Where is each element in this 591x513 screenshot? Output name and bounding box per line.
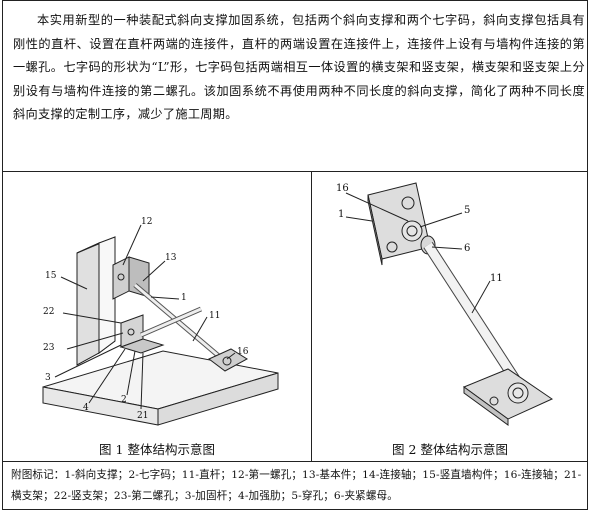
divider-vertical [311,172,312,461]
fig1-label-3: 3 [45,373,51,383]
fig2-label-11: 11 [490,273,503,284]
figure-1-drawing [42,224,279,426]
figure-2: 16 1 5 6 11 图 2 整体结构示意图 [312,173,588,461]
fig1-label-1: 1 [181,293,187,303]
reference-notes: 附图标记：1-斜向支撑；2-七字码；11-直杆；12-第一螺孔；13-基本件；1… [11,469,582,502]
figure-1-caption: 图 1 整体结构示意图 [99,442,215,457]
fig1-label-22: 22 [43,307,55,317]
fig1-label-21: 21 [137,411,149,421]
divider-bottom [3,461,587,462]
fig2-label-16: 16 [336,183,349,194]
fig2-label-1: 1 [338,209,345,220]
figure-2-drawing [345,182,554,426]
fig1-label-13: 13 [165,253,177,263]
fig1-label-23: 23 [43,343,55,353]
fig1-label-2: 2 [121,395,127,405]
fig1-label-12: 12 [141,217,153,227]
fig2-label-5: 5 [464,205,471,216]
divider-top [3,171,587,172]
abstract-paragraph: 本实用新型的一种装配式斜向支撑加固系统，包括两个斜向支撑和两个七字码，斜向支撑包… [13,13,585,122]
fig1-label-11: 11 [209,311,221,321]
figure-2-caption: 图 2 整体结构示意图 [392,442,508,457]
fig1-label-4: 4 [83,403,89,413]
fig1-label-16: 16 [237,347,249,357]
fig2-label-6: 6 [464,243,471,254]
fig1-label-15: 15 [45,271,57,281]
figure-1: 12 13 15 1 22 11 23 16 3 2 4 21 图 1 整体结构… [3,173,311,461]
